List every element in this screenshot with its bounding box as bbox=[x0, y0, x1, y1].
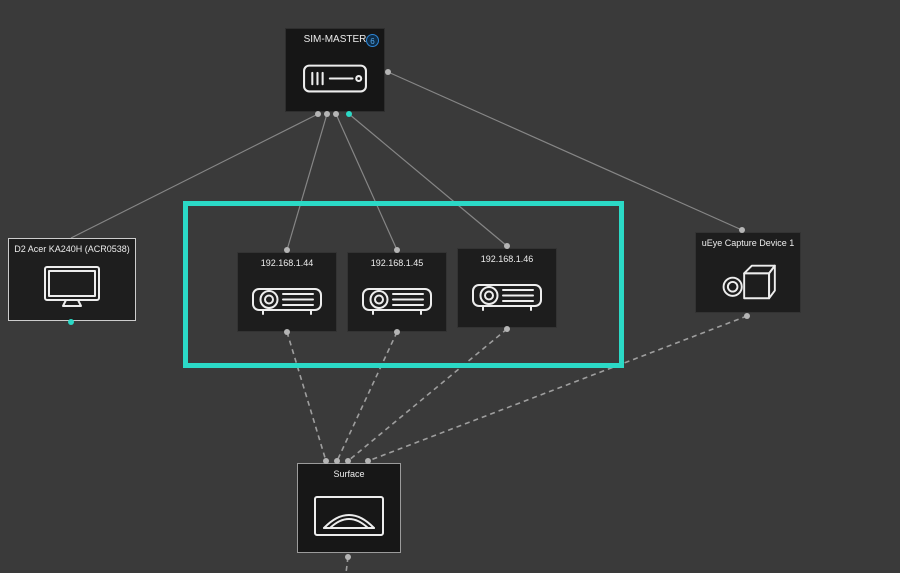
surface-top-port-1[interactable] bbox=[323, 458, 329, 464]
media-server-icon bbox=[286, 45, 384, 111]
projector-icon bbox=[458, 265, 556, 327]
node-surface[interactable]: Surface bbox=[297, 463, 401, 553]
projector-3-top-port[interactable] bbox=[504, 243, 510, 249]
edge-capture-surface bbox=[367, 315, 748, 462]
capture-bottom-port[interactable] bbox=[744, 313, 750, 319]
surface-top-port-3[interactable] bbox=[345, 458, 351, 464]
surface-top-port-4[interactable] bbox=[365, 458, 371, 464]
node-title: 192.168.1.45 bbox=[370, 258, 424, 268]
edge-sim-projector-1 bbox=[286, 113, 328, 251]
edge-projector-3-surface bbox=[347, 328, 508, 462]
sim-master-output-port-2[interactable] bbox=[324, 111, 330, 117]
node-projector-2[interactable]: 192.168.1.45 bbox=[347, 252, 447, 332]
edge-sim-display bbox=[70, 113, 319, 239]
sim-master-output-port-active[interactable] bbox=[346, 111, 352, 117]
selection-box bbox=[183, 201, 624, 368]
node-capture-device[interactable]: uEye Capture Device 1 bbox=[695, 232, 801, 313]
sim-master-output-port-1[interactable] bbox=[315, 111, 321, 117]
projector-icon bbox=[238, 269, 336, 331]
surface-top-port-2[interactable] bbox=[334, 458, 340, 464]
edge-projector-2-surface bbox=[336, 331, 398, 462]
edge-sim-projector-2 bbox=[335, 113, 398, 251]
surface-icon bbox=[298, 480, 400, 552]
node-title: SIM-MASTER bbox=[303, 34, 367, 45]
sim-master-right-port[interactable] bbox=[385, 69, 391, 75]
monitor-icon bbox=[9, 255, 135, 320]
edge-sim-capture bbox=[387, 71, 743, 231]
count-badge: 6 bbox=[366, 34, 379, 47]
capture-top-port[interactable] bbox=[739, 227, 745, 233]
node-title: uEye Capture Device 1 bbox=[701, 238, 795, 248]
projector-2-top-port[interactable] bbox=[394, 247, 400, 253]
edge-sim-projector-3 bbox=[348, 113, 508, 247]
node-projector-1[interactable]: 192.168.1.44 bbox=[237, 252, 337, 332]
node-projector-3[interactable]: 192.168.1.46 bbox=[457, 248, 557, 328]
node-display[interactable]: D2 Acer KA240H (ACR0538) bbox=[8, 238, 136, 321]
display-bottom-port[interactable] bbox=[68, 319, 74, 325]
projector-1-top-port[interactable] bbox=[284, 247, 290, 253]
sim-master-output-port-3[interactable] bbox=[333, 111, 339, 117]
node-sim-master[interactable]: SIM-MASTER 6 bbox=[285, 28, 385, 112]
projector-1-bottom-port[interactable] bbox=[284, 329, 290, 335]
node-title: D2 Acer KA240H (ACR0538) bbox=[14, 244, 130, 254]
node-title: 192.168.1.46 bbox=[480, 254, 534, 264]
edge-projector-1-surface bbox=[286, 331, 327, 462]
node-title: 192.168.1.44 bbox=[260, 258, 314, 268]
camera-icon bbox=[696, 249, 800, 312]
projector-icon bbox=[348, 269, 446, 331]
node-title: Surface bbox=[333, 469, 365, 479]
surface-bottom-port[interactable] bbox=[345, 554, 351, 560]
projector-3-bottom-port[interactable] bbox=[504, 326, 510, 332]
projector-2-bottom-port[interactable] bbox=[394, 329, 400, 335]
